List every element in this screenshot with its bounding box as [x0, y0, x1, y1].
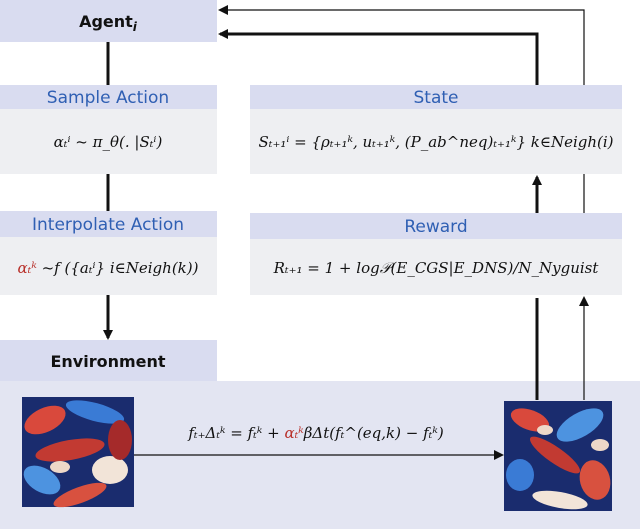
state-title: State [414, 88, 459, 108]
sample-action-body [0, 109, 217, 174]
interpolate-action-title: Interpolate Action [32, 215, 184, 235]
sample-action-header [0, 85, 217, 109]
interpolate-action-header [0, 211, 217, 237]
sample-action-formula: αₜⁱ ~ π_θ(. |Sₜⁱ) [54, 133, 163, 151]
sample-action-title: Sample Action [47, 88, 169, 108]
agent-header [0, 0, 217, 42]
agent-label: Agenti [79, 12, 138, 34]
flow-field-image-left [22, 397, 134, 508]
interpolate-action-formula: αₜᵏ ~f ({aₜⁱ} i∈Neigh(k)) [18, 259, 199, 277]
lbm-update-formula: fₜ₊Δₜᵏ = fₜᵏ + αₜᵏβΔt(fₜ^(eq,k) − fₜᵏ) [187, 424, 443, 442]
reward-header [250, 213, 622, 239]
environment-label: Environment [50, 352, 165, 371]
arrow-reward-to-agent [218, 5, 585, 85]
interpolate-action-body [0, 237, 217, 295]
state-formula: Sₜ₊₁ⁱ = {ρₜ₊₁ᵏ, uₜ₊₁ᵏ, (P_ab^neq)ₜ₊₁ᵏ} k… [258, 133, 613, 151]
reward-title: Reward [404, 217, 467, 237]
reward-body [250, 239, 622, 295]
reward-formula: Rₜ₊₁ = 1 + log𝒫(E_CGS|E_DNS)/N_Nyguist [273, 259, 600, 277]
state-body [250, 109, 622, 174]
state-header [250, 85, 622, 109]
arrow-state-to-agent [218, 29, 539, 85]
flow-field-image-right [504, 401, 612, 511]
environment-header [0, 340, 217, 381]
